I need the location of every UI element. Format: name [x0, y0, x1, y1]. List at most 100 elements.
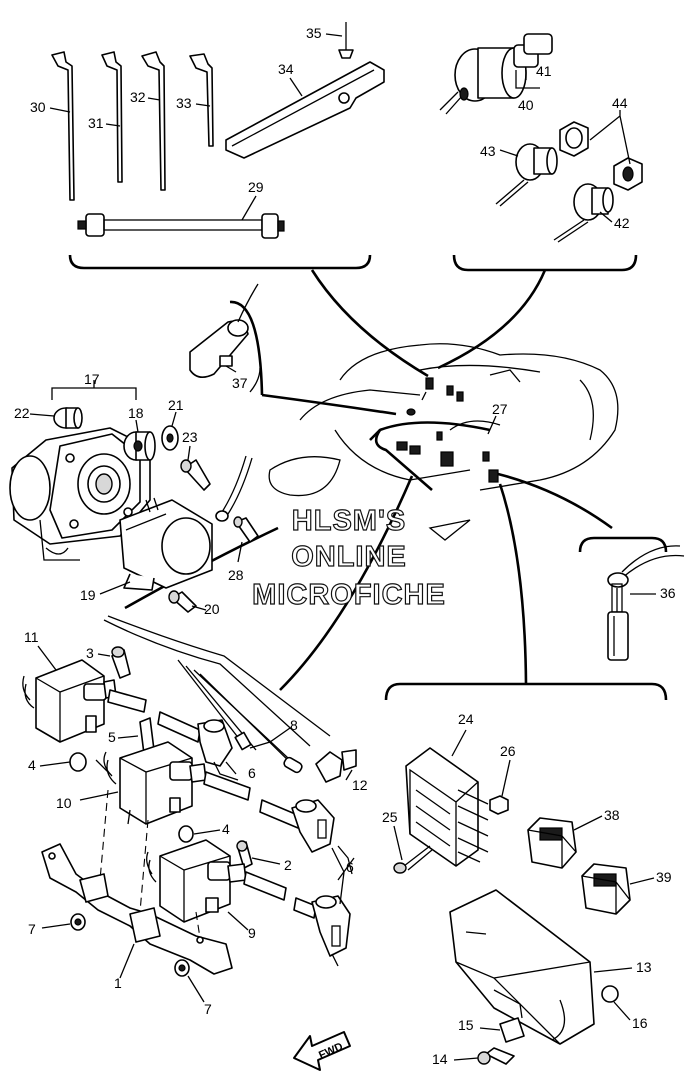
switch-40	[439, 33, 553, 115]
bolt-14	[477, 1047, 515, 1065]
coil-10	[95, 741, 207, 825]
watermark-line-2: ONLINE	[291, 541, 407, 573]
callout-30: 30	[30, 99, 46, 115]
bolt-3	[111, 646, 131, 679]
callout-38: 38	[604, 807, 620, 823]
relay-38	[527, 817, 577, 869]
callout-10: 10	[56, 795, 72, 811]
grommet-4b	[178, 825, 194, 843]
relay-39	[581, 863, 631, 915]
watermark-line-3: MICROFICHE	[252, 579, 446, 611]
callout-16: 16	[632, 1015, 648, 1031]
callout-23: 23	[182, 429, 198, 445]
callout-40: 40	[518, 97, 534, 113]
callout-29: 29	[248, 179, 264, 195]
guide-34	[225, 61, 385, 159]
cap-44	[559, 121, 643, 191]
callout-13: 13	[636, 959, 652, 975]
ignition-group	[22, 615, 357, 977]
starter-body	[9, 427, 151, 561]
callout-36: 36	[660, 585, 676, 601]
bracket-top-right	[452, 254, 638, 272]
callout-8: 8	[290, 717, 298, 733]
callout-11: 11	[24, 629, 39, 645]
callout-39: 39	[656, 869, 672, 885]
callout-6a: 6	[248, 765, 256, 781]
callout-4b: 4	[222, 821, 230, 837]
callout-22: 22	[14, 405, 30, 421]
rectifier-24	[405, 747, 489, 867]
callout-20: 20	[204, 601, 220, 617]
gear-18	[123, 431, 156, 461]
plate-15	[499, 1017, 525, 1043]
bracket-top-left	[68, 254, 372, 270]
callout-9: 9	[248, 925, 256, 941]
forward-arrow: FWD	[293, 1031, 351, 1071]
bracket-plugs	[337, 845, 355, 881]
washer-21	[161, 425, 179, 451]
coil-11	[22, 659, 117, 743]
switch-36	[578, 536, 685, 661]
nut-26	[489, 795, 509, 815]
bolt-25	[393, 845, 433, 874]
cable-tie-31	[101, 51, 123, 183]
callout-32: 32	[130, 89, 146, 105]
callout-27: 27	[492, 401, 508, 417]
callout-15: 15	[458, 1017, 474, 1033]
plug-cap-upper	[107, 689, 239, 781]
callout-12: 12	[352, 777, 368, 793]
bolt-23	[180, 459, 211, 491]
cable-tie-32	[141, 51, 166, 191]
cable-tie-group	[51, 22, 385, 270]
frame-outline	[268, 343, 619, 541]
plug-cap-lower	[243, 871, 351, 967]
bracket-1	[41, 789, 233, 975]
callout-18: 18	[128, 405, 144, 421]
condenser-37	[189, 283, 261, 393]
callout-28: 28	[228, 567, 244, 583]
bolt-2	[236, 840, 253, 869]
callout-7b: 7	[204, 1001, 212, 1017]
callout-7a: 7	[28, 921, 36, 937]
callout-19: 19	[80, 587, 96, 603]
cdi-unit-13	[449, 889, 595, 1045]
callout-5: 5	[108, 729, 116, 745]
callout-31: 31	[88, 115, 104, 131]
grommet-4a	[69, 752, 87, 772]
callout-44: 44	[612, 95, 628, 111]
callout-3: 3	[86, 645, 94, 661]
callout-35: 35	[306, 25, 322, 41]
callout-14: 14	[432, 1051, 448, 1067]
motor-19	[119, 497, 213, 591]
bolt-20	[168, 590, 197, 613]
callout-42: 42	[614, 215, 630, 231]
callout-2: 2	[284, 857, 292, 873]
cable-tie-33	[189, 53, 214, 147]
callout-33: 33	[176, 95, 192, 111]
band-29	[77, 213, 285, 239]
cable-tie-30	[51, 51, 75, 201]
watermark: HLSM'S ONLINE MICROFICHE	[252, 504, 446, 611]
bolt-35	[338, 22, 354, 59]
callout-4a: 4	[28, 757, 36, 773]
electrical-group	[384, 682, 668, 1065]
lead-28	[215, 455, 259, 543]
plug-cap-middle	[203, 771, 335, 853]
nut-7b	[174, 959, 190, 977]
callout-21: 21	[168, 397, 184, 413]
callout-1: 1	[114, 975, 122, 991]
callout-37: 37	[232, 375, 248, 391]
callout-17: 17	[84, 371, 100, 387]
callout-43: 43	[480, 143, 496, 159]
callout-numbers: 30 31 32 33 29 34 35 41 40 44 43 42 37 2…	[14, 25, 676, 1067]
callout-25: 25	[382, 809, 398, 825]
nut-7a	[70, 913, 86, 931]
callout-26: 26	[500, 743, 516, 759]
watermark-line-1: HLSM'S	[292, 505, 406, 537]
callout-34: 34	[278, 61, 294, 77]
callout-6b: 6	[346, 859, 354, 875]
starter-motor-group	[9, 380, 259, 613]
callout-leaders	[29, 33, 656, 1061]
cap-42	[553, 183, 614, 243]
